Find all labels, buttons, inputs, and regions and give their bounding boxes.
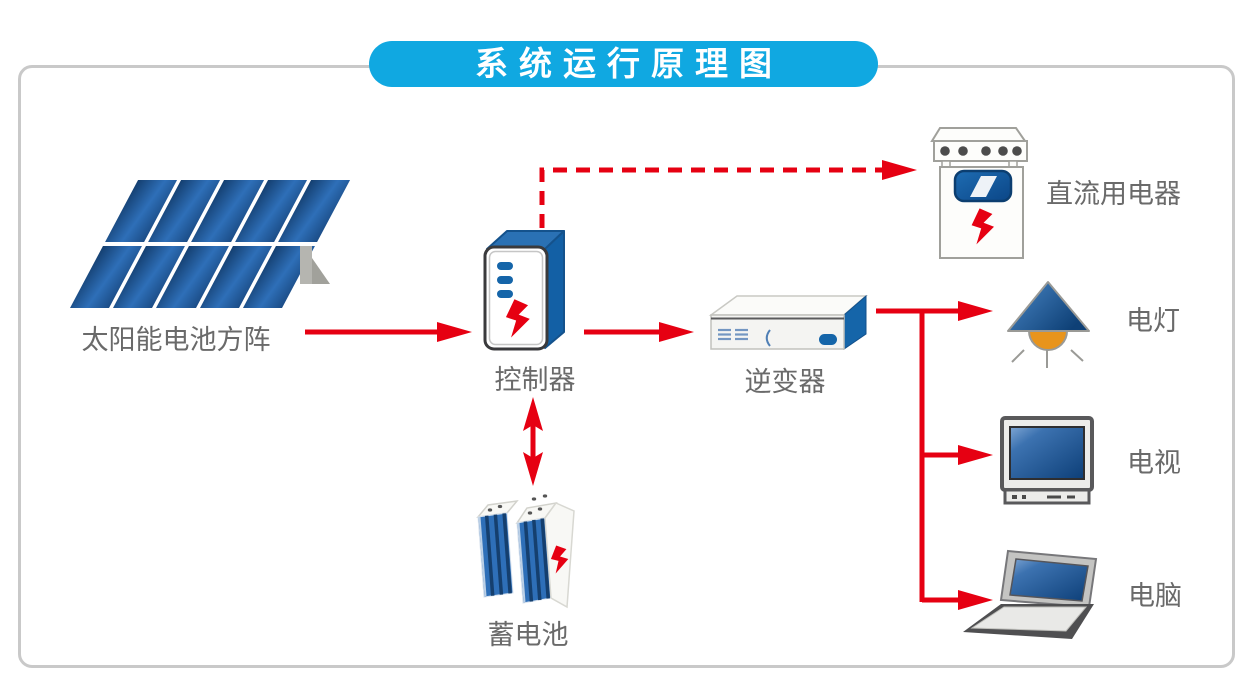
panel-mount-icon — [300, 246, 330, 284]
battery-icon — [476, 494, 575, 609]
arrow-controller-to-dc-appliance-dashed — [539, 160, 917, 228]
inverter-label: 逆变器 — [744, 367, 826, 397]
light-rays-icon — [1011, 349, 1084, 368]
inverter-icon — [708, 294, 869, 350]
controller-icon — [483, 230, 565, 351]
arrow-inverter-to-lamp — [876, 301, 993, 321]
battery-terminals-icon — [487, 494, 548, 515]
solar-array-label: 太阳能电池方阵 — [81, 325, 271, 355]
indicator-lights-icon — [497, 262, 513, 298]
arrow-inverter-to-computer — [922, 590, 993, 610]
arrow-solar-to-controller — [305, 322, 472, 342]
dc-appliance-icon — [930, 127, 1028, 259]
bulb-icon — [1027, 330, 1069, 351]
tv-controls-icon — [1012, 495, 1075, 499]
computer-label: 电脑 — [1128, 581, 1182, 611]
vent-lines-icon — [718, 328, 748, 341]
tv-label: 电视 — [1127, 448, 1181, 478]
vent-dots-icon — [940, 146, 1022, 156]
computer-icon — [963, 549, 1098, 639]
dc-appliance-label: 直流用电器 — [1046, 179, 1181, 209]
arrow-controller-to-inverter — [584, 322, 694, 342]
battery-label: 蓄电池 — [487, 620, 569, 650]
disc-slot-icon — [765, 329, 771, 347]
title-banner: 系统运行原理图 — [369, 41, 878, 87]
controller-label: 控制器 — [494, 365, 576, 395]
power-button-icon — [819, 334, 837, 345]
tv-screen-icon — [1009, 426, 1085, 480]
arrow-inverter-to-tv — [922, 445, 993, 465]
lamp-icon — [1007, 281, 1090, 368]
diagram-title: 系统运行原理图 — [475, 45, 783, 82]
tv-icon — [1000, 416, 1094, 505]
laptop-keyboard-icon — [970, 606, 1088, 632]
laptop-screen-icon — [1009, 558, 1089, 602]
lamp-label: 电灯 — [1126, 306, 1180, 336]
arrow-controller-battery-bidirectional — [523, 397, 543, 486]
